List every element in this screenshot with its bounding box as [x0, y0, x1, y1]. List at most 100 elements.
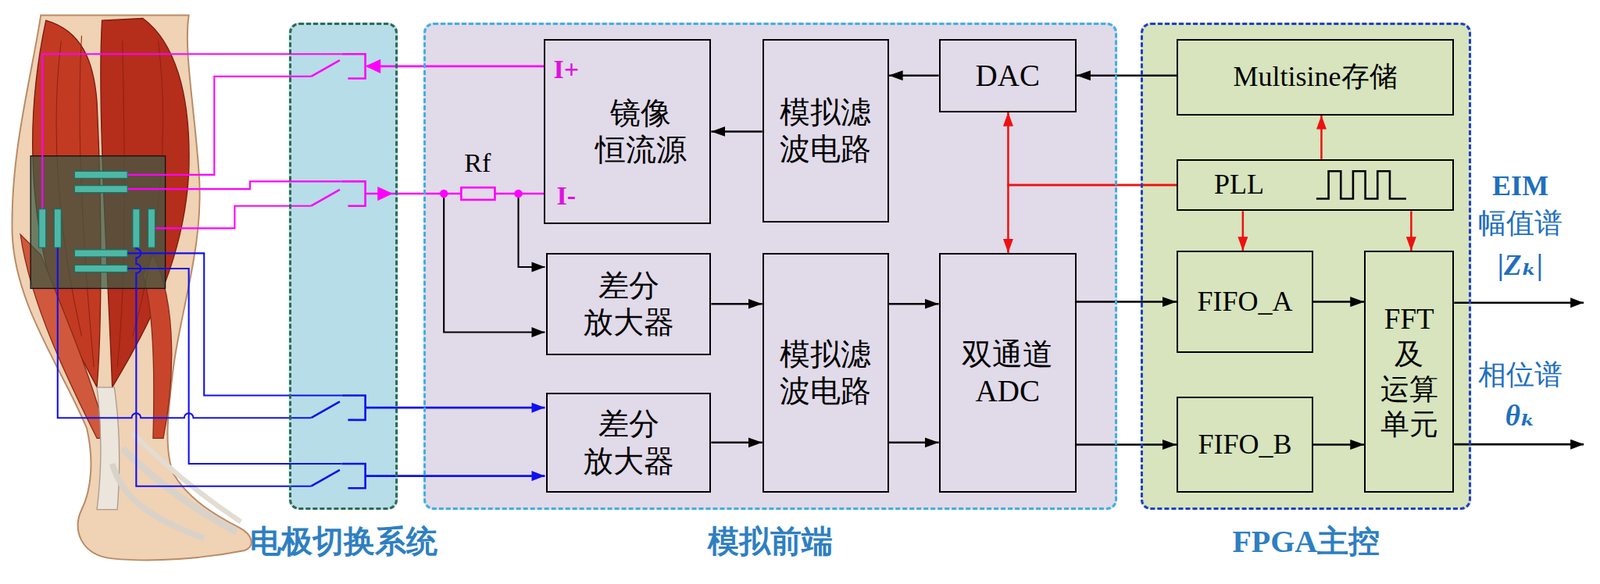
amplifier-box: 差分 放大器 — [546, 392, 712, 493]
panel-heading: FPGA主控 — [1232, 525, 1380, 560]
electrode — [53, 209, 61, 249]
sense-wire — [518, 197, 546, 268]
electrode — [147, 209, 155, 249]
resistor-symbol — [460, 187, 495, 200]
connector-arrow — [1007, 112, 1176, 186]
connector-arrow — [1410, 210, 1413, 251]
connector-arrow — [1076, 300, 1177, 304]
electrode-wire — [57, 247, 312, 418]
panel-ground — [423, 22, 1118, 511]
output-label: 幅值谱 — [1478, 209, 1563, 241]
output-label: EIM — [1492, 171, 1549, 203]
electrode-wire — [127, 76, 311, 175]
switch-blade — [310, 470, 340, 487]
fpga-panel: FPGA主控Multisine存储PLLFIFO_AFFT 及 运算 单元FIF… — [1140, 22, 1472, 511]
connector-arrow — [889, 303, 940, 306]
junction-dot — [514, 189, 522, 198]
fifo-box: FIFO_B — [1176, 396, 1314, 493]
connector-arrow — [1007, 185, 1176, 254]
current-wire — [367, 65, 544, 68]
junction-dot — [439, 189, 448, 198]
pin-name: I+ — [553, 54, 580, 84]
box-label: DAC — [975, 57, 1040, 95]
output-symbol: θₖ — [1505, 400, 1536, 433]
output-symbol: |Zₖ| — [1497, 249, 1543, 282]
filter-box: 模拟滤 波电路 — [762, 39, 890, 223]
connector-arrow — [1076, 443, 1177, 447]
box-label: FFT 及 运算 单元 — [1380, 301, 1439, 443]
switch-blade — [310, 189, 340, 207]
electrode — [74, 250, 128, 258]
switch-contact — [342, 395, 366, 420]
pll-box: PLL — [1176, 159, 1454, 212]
dac-box: DAC — [939, 39, 1077, 113]
switch-panel: 电极切换系统 — [289, 22, 399, 511]
fft-box: FFT 及 运算 单元 — [1364, 250, 1454, 493]
output-label: 相位谱 — [1478, 360, 1563, 392]
box-label: 模拟滤 波电路 — [779, 335, 872, 411]
arrow-head — [377, 186, 393, 201]
box-label: 镜像 恒流源 — [595, 94, 687, 169]
adc-box: 双通道 ADC — [939, 253, 1077, 493]
switch-contact — [342, 181, 366, 206]
leg-tendon — [112, 464, 205, 539]
component-name: Rf — [464, 148, 491, 178]
connector-arrow — [889, 74, 940, 77]
electrode-wire — [127, 268, 342, 465]
electrode — [74, 264, 128, 272]
connector-arrow — [889, 442, 940, 445]
sense-wire — [443, 197, 545, 333]
connector-arrow — [710, 442, 762, 445]
connector-arrow — [1313, 443, 1365, 447]
electrode-wire — [127, 181, 342, 190]
box-label: FIFO_B — [1197, 428, 1292, 463]
leg-tendon — [96, 387, 120, 511]
box-label: 双通道 ADC — [961, 335, 1054, 411]
connector-arrow — [1313, 300, 1365, 304]
filter-box: 模拟滤 波电路 — [762, 253, 890, 493]
switch-blade — [310, 60, 340, 77]
electrode-wire — [42, 53, 342, 209]
connector-arrow — [1076, 74, 1177, 77]
electrode-wire — [135, 247, 311, 486]
panel-heading: 模拟前端 — [707, 525, 833, 560]
electrode — [74, 185, 128, 193]
memory-box: Multisine存储 — [1176, 39, 1454, 116]
box-label: FIFO_A — [1196, 285, 1293, 320]
panel-ground — [1140, 22, 1472, 511]
box-label: 差分 放大器 — [582, 405, 675, 480]
leg-skin — [11, 15, 251, 561]
sense-wire — [365, 407, 546, 410]
switch-contact — [342, 53, 366, 79]
connector-arrow — [1242, 210, 1245, 251]
amplifier-box: 差分 放大器 — [546, 253, 712, 356]
electrode — [39, 209, 47, 249]
analog-panel: 模拟前端镜像 恒流源模拟滤 波电路DAC差分 放大器模拟滤 波电路双通道 ADC… — [423, 22, 1118, 511]
electrode — [74, 171, 128, 179]
box-label: PLL — [1214, 167, 1265, 203]
pin-name: I- — [557, 181, 577, 211]
panel-heading: 电极切换系统 — [250, 525, 438, 560]
arrow-head — [365, 59, 382, 74]
square-wave-symbol — [1316, 171, 1407, 199]
output-arrow — [1453, 301, 1584, 304]
fifo-box: FIFO_A — [1176, 250, 1314, 354]
connector-arrow — [710, 303, 762, 306]
connector-arrow — [710, 130, 762, 133]
box-label: 模拟滤 波电路 — [779, 93, 872, 168]
box-label: 差分 放大器 — [582, 267, 675, 342]
box-label: Multisine存储 — [1233, 60, 1398, 95]
electrode — [132, 209, 140, 249]
panel-ground — [289, 22, 399, 511]
electrode-wire — [155, 206, 312, 229]
output-arrow — [1453, 443, 1584, 447]
sense-wire — [365, 475, 546, 478]
leg-tendon — [122, 448, 237, 533]
electrode-wire — [127, 253, 342, 396]
switch-contact — [342, 464, 366, 489]
connector-arrow — [1320, 115, 1323, 160]
switch-blade — [310, 401, 340, 418]
